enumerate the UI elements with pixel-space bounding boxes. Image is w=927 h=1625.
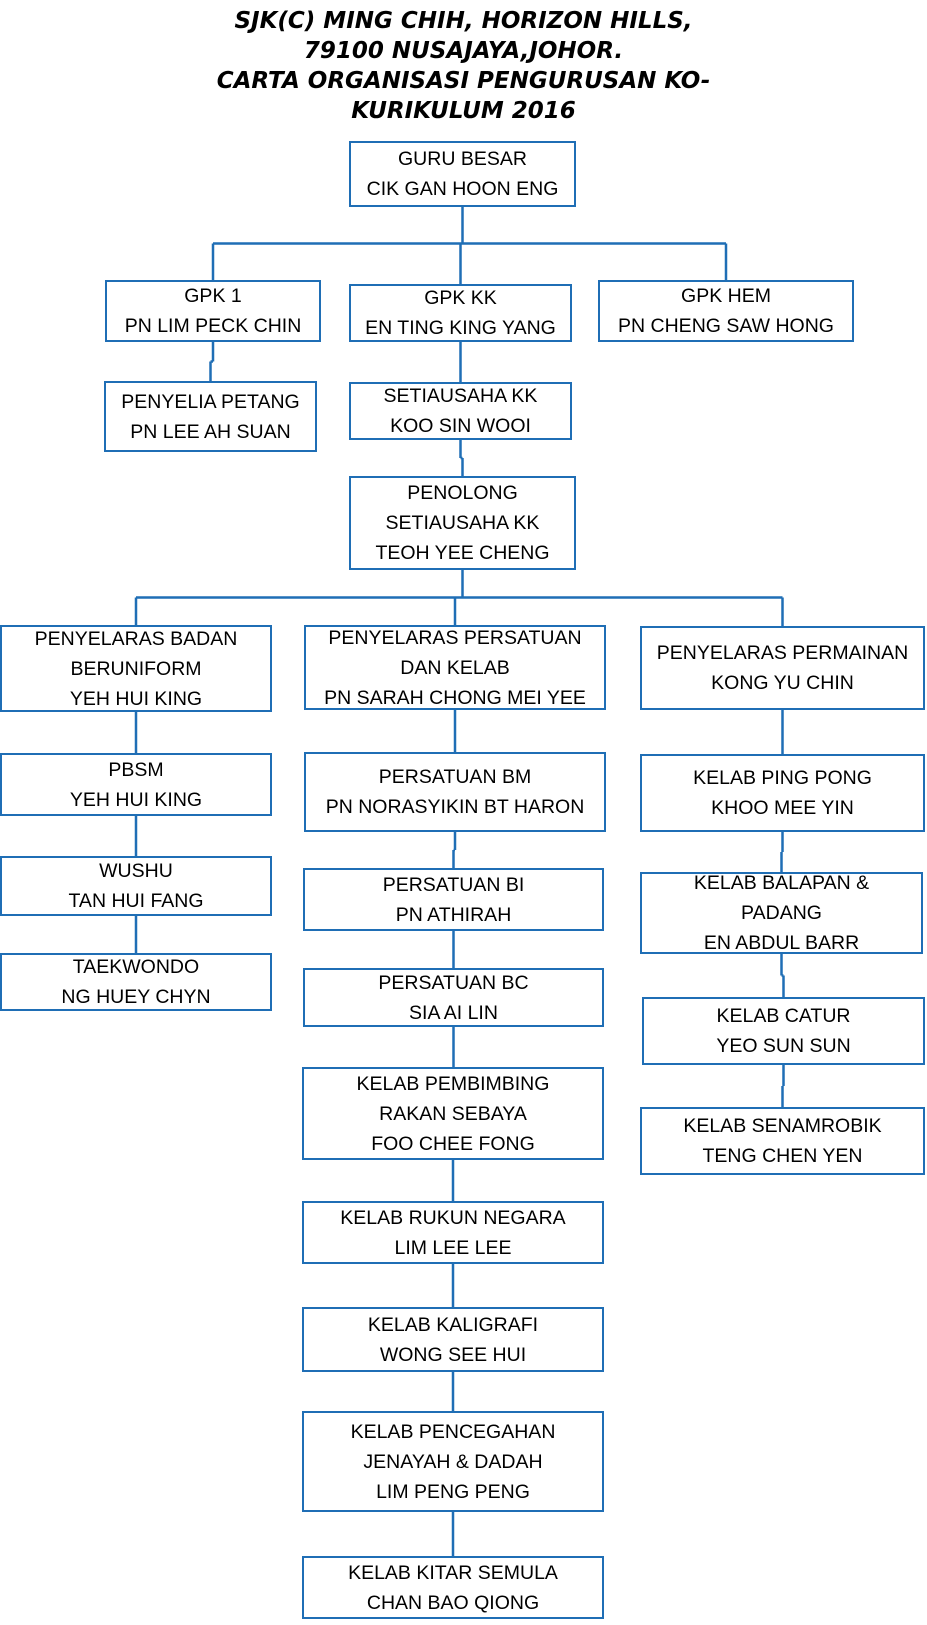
node-text-line: WUSHU (99, 860, 173, 882)
node-text-line: NG HUEY CHYN (61, 986, 211, 1008)
node-text-line: SETIAUSAHA KK (385, 512, 540, 534)
node-text-line: GPK KK (424, 287, 497, 309)
node-text-line: PN LIM PECK CHIN (124, 315, 302, 337)
node-text-line: GURU BESAR (398, 148, 527, 170)
node-text-line: WONG SEE HUI (379, 1343, 527, 1366)
node-text-line: PERSATUAN BC (378, 971, 529, 994)
node-persatuan-bi: PERSATUAN BI PN ATHIRAH (303, 868, 604, 931)
node-text-line: PN SARAH CHONG MEI YEE (324, 686, 586, 709)
node-persatuan-bc: PERSATUAN BC SIA AI LIN (303, 968, 604, 1027)
node-text-line: PN ATHIRAH (395, 903, 512, 926)
node-text-line: GPK HEM (681, 285, 771, 307)
node-text-line: CIK GAN HOON ENG (366, 178, 559, 200)
node-text-line: DAN KELAB (400, 656, 510, 679)
node-text-line: GPK 1 (184, 285, 242, 307)
node-persatuan-bm: PERSATUAN BM PN NORASYIKIN BT HARON (304, 752, 606, 832)
node-text-line: EN ABDUL BARR (703, 932, 860, 954)
node-text-line: PN LEE AH SUAN (130, 420, 291, 443)
node-text-line: YEO SUN SUN (716, 1035, 851, 1057)
node-text-line: PN NORASYIKIN BT HARON (325, 796, 585, 818)
node-text-line: PENYELARAS PERSATUAN (328, 626, 582, 649)
title-line: CARTA ORGANISASI PENGURUSAN KO- (216, 68, 711, 94)
node-text-line: RAKAN SEBAYA (379, 1102, 527, 1125)
node-text-line: KELAB CATUR (716, 1005, 851, 1027)
node-kelab-pencegahan: KELAB PENCEGAHAN JENAYAH & DADAH LIM PENG … (302, 1411, 604, 1512)
node-text-line: PBSM (108, 758, 164, 781)
node-penyelia-petang: PENYELIA PETANG PN LEE AH SUAN (104, 381, 317, 452)
node-text-line: KONG YU CHIN (711, 672, 854, 694)
node-gpk1: GPK 1 PN LIM PECK CHIN (105, 280, 321, 342)
node-penyelaras-persatuan-kelab: PENYELARAS PERSATUAN DAN KELAB PN SARAH CH… (304, 625, 606, 710)
node-gpk-kk: GPK KK EN TING KING YANG (349, 284, 572, 342)
node-text-line: KELAB BALAPAN & (693, 872, 870, 894)
node-kelab-kaligrafi: KELAB KALIGRAFI WONG SEE HUI (302, 1307, 604, 1372)
node-kelab-ping-pong: KELAB PING PONG KHOO MEE YIN (640, 754, 925, 832)
node-guru-besar: GURU BESAR CIK GAN HOON ENG (349, 141, 576, 207)
node-text-line: PENYELIA PETANG (121, 390, 300, 413)
node-text-line: PADANG (741, 902, 822, 924)
title-line: 79100 NUSAJAYA,JOHOR. (303, 38, 624, 64)
node-text-line: BERUNIFORM (70, 657, 202, 680)
node-text-line: TEOH YEE CHENG (375, 542, 550, 564)
node-text-line: KELAB PENCEGAHAN (350, 1420, 556, 1443)
node-text-line: SIA AI LIN (409, 1001, 498, 1024)
node-text-line: PENOLONG (407, 482, 518, 504)
node-text-line: KELAB RUKUN NEGARA (340, 1206, 566, 1229)
node-kelab-balapan: KELAB BALAPAN & PADANG EN ABDUL BARR (640, 872, 923, 954)
node-text-line: KHOO MEE YIN (711, 797, 854, 819)
node-text-line: FOO CHEE FONG (371, 1132, 535, 1155)
node-text-line: YEH HUI KING (69, 788, 203, 811)
node-text-line: LIM LEE LEE (394, 1236, 512, 1259)
node-text-line: PERSATUAN BI (382, 873, 525, 896)
node-text-line: KELAB KITAR SEMULA (348, 1561, 558, 1584)
node-text-line: KELAB PING PONG (693, 767, 872, 789)
node-pbsm: PBSM YEH HUI KING (0, 753, 272, 816)
node-kelab-senamrobik: KELAB SENAMROBIK TENG CHEN YEN (640, 1107, 925, 1175)
node-text-line: TAEKWONDO (72, 956, 200, 978)
node-text-line: KELAB KALIGRAFI (367, 1313, 539, 1336)
node-text-line: PENYELARAS BADAN (34, 627, 238, 650)
node-text-line: KELAB PEMBIMBING (356, 1072, 550, 1095)
node-text-line: TAN HUI FANG (68, 890, 204, 912)
node-text-line: PERSATUAN BM (378, 766, 532, 788)
node-text-line: JENAYAH & DADAH (363, 1450, 543, 1473)
chart-title: SJK(C) MING CHIH, HORIZON HILLS, 79100 N… (0, 6, 927, 126)
node-text-line: PN CHENG SAW HONG (618, 315, 834, 337)
node-text-line: TENG CHEN YEN (702, 1145, 863, 1167)
node-penyelaras-permainan: PENYELARAS PERMAINAN KONG YU CHIN (640, 626, 925, 710)
node-text-line: CHAN BAO QIONG (366, 1591, 540, 1614)
node-taekwondo: TAEKWONDO NG HUEY CHYN (0, 953, 272, 1011)
node-text-line: KELAB SENAMROBIK (683, 1115, 882, 1137)
node-text-line: SETIAUSAHA KK (383, 385, 538, 407)
node-wushu: WUSHU TAN HUI FANG (0, 856, 272, 916)
node-kelab-kitar-semula: KELAB KITAR SEMULA CHAN BAO QIONG (302, 1556, 604, 1619)
node-penyelaras-badan-beruniform: PENYELARAS BADAN BERUNIFORM YEH HUI KING (0, 625, 272, 712)
node-text-line: LIM PENG PENG (376, 1480, 530, 1503)
node-text-line: YEH HUI KING (69, 687, 203, 710)
node-setiausaha-kk: SETIAUSAHA KK KOO SIN WOOI (349, 382, 572, 440)
node-penolong-setiausaha-kk: PENOLONG SETIAUSAHA KK TEOH YEE CHENG (349, 476, 576, 570)
node-kelab-pembimbing: KELAB PEMBIMBING RAKAN SEBAYA FOO CHEE FON… (302, 1067, 604, 1160)
node-text-line: KOO SIN WOOI (390, 415, 531, 437)
node-text-line: EN TING KING YANG (365, 317, 556, 339)
node-kelab-rukun-negara: KELAB RUKUN NEGARA LIM LEE LEE (302, 1201, 604, 1264)
node-gpk-hem: GPK HEM PN CHENG SAW HONG (598, 280, 854, 342)
title-line: SJK(C) MING CHIH, HORIZON HILLS, (234, 8, 693, 34)
node-text-line: PENYELARAS PERMAINAN (656, 642, 909, 664)
title-line: KURIKULUM 2016 (351, 98, 576, 124)
node-kelab-catur: KELAB CATUR YEO SUN SUN (642, 997, 925, 1065)
